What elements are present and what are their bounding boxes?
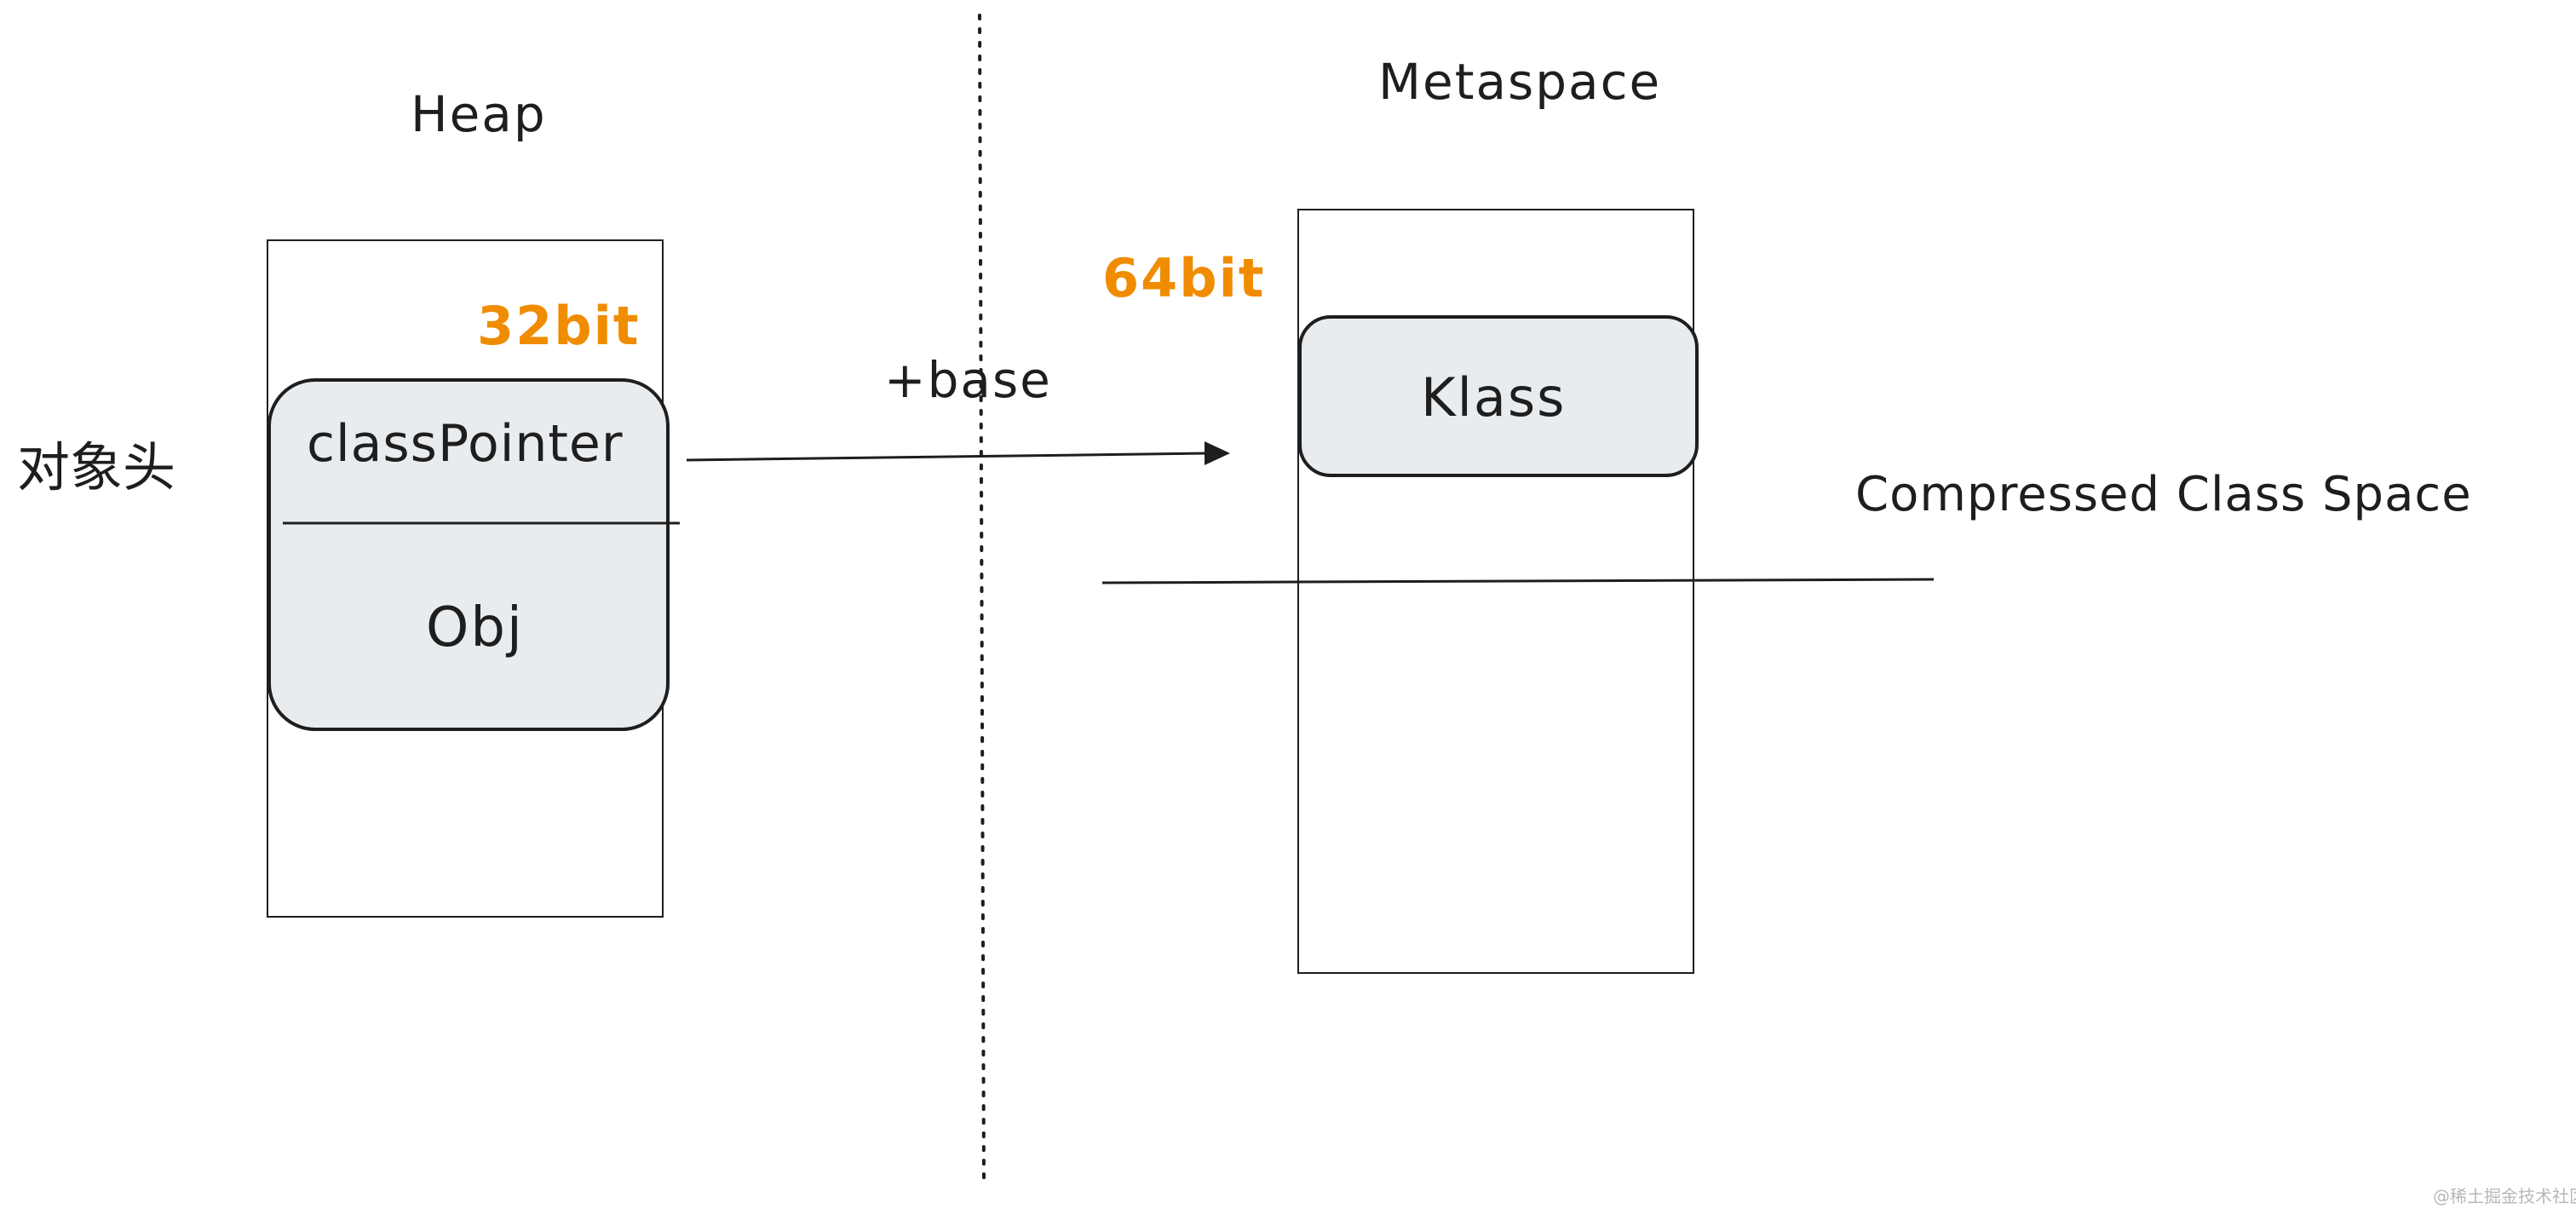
metaspace-title: Metaspace [1378, 53, 1662, 111]
pointer-arrow-head [1205, 441, 1230, 465]
heap-title: Heap [411, 85, 547, 143]
object-header-label: 对象头 [17, 436, 176, 498]
class-pointer-label: classPointer [307, 414, 624, 474]
compressed-class-space-boundary [1101, 578, 1935, 584]
watermark: @稀土掘金技术社区 [2433, 1186, 2576, 1206]
metaspace-container [1297, 209, 1694, 974]
compressed-class-space-label: Compressed Class Space [1855, 467, 2472, 522]
klass-box [1298, 315, 1699, 477]
metaspace-bit-label: 64bit [1102, 247, 1266, 309]
object-box [267, 378, 670, 731]
pointer-arrow-line [686, 452, 1210, 462]
heap-bit-label: 32bit [477, 295, 641, 357]
klass-label: Klass [1421, 366, 1567, 429]
obj-label: Obj [426, 596, 524, 659]
divider-line [978, 14, 986, 1186]
arrow-label: +base [884, 351, 1052, 409]
